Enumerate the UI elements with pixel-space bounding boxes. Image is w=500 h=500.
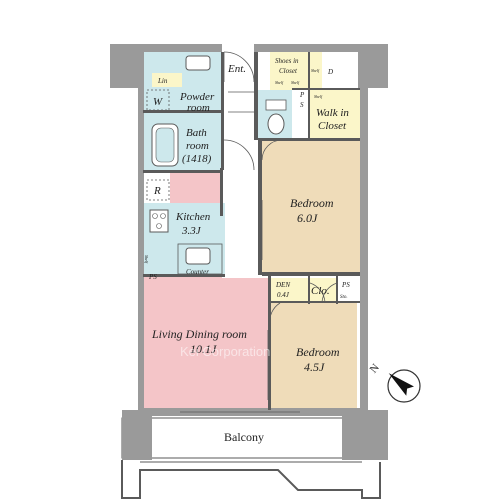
label-bath-1: Bath <box>186 127 207 139</box>
label-bedroom1-1: Bedroom <box>290 196 334 210</box>
burner-icon <box>152 213 158 219</box>
balcony-railing <box>121 460 381 499</box>
stove-icon <box>149 209 169 233</box>
door-swings <box>223 51 338 326</box>
label-shoes-closet-2: Closet <box>279 67 298 75</box>
room-den[interactable] <box>270 278 308 302</box>
compass-needle-icon <box>388 373 414 396</box>
inner-walls <box>143 52 360 410</box>
label-shelf-walk: Shelf <box>314 94 323 99</box>
label-den-2: 0.4J <box>277 291 290 299</box>
room-bedroom2[interactable] <box>270 303 357 409</box>
room-linen[interactable] <box>152 73 182 87</box>
label-bath-2: room <box>186 140 209 152</box>
room-walk-in[interactable] <box>310 90 360 140</box>
label-shelf-a: Shelf <box>275 80 284 85</box>
label-ps-sto-1: PS <box>341 281 350 289</box>
label-walk-in-2: Closet <box>318 120 347 132</box>
label-d-mark: D <box>327 68 333 76</box>
kitchen-sink-icon <box>185 247 211 265</box>
sink-icon <box>185 55 211 71</box>
fridge-icon <box>146 179 170 201</box>
room-living[interactable] <box>143 278 268 409</box>
toilet-icon <box>267 113 285 135</box>
label-balcony: Balcony <box>224 430 264 444</box>
label-bedroom2-2: 4.5J <box>304 360 325 374</box>
label-walk-in-1: Walk in <box>316 107 349 119</box>
label-ps-sto-2: Sto. <box>340 295 348 300</box>
compass-north-label: N <box>368 362 382 376</box>
label-linen: Lin <box>157 77 168 85</box>
label-ps-top-2: S <box>300 101 304 109</box>
label-bath-3: (1418) <box>182 153 212 165</box>
room-shoes-closet[interactable] <box>270 50 322 90</box>
label-ps-top-1: P <box>299 91 305 99</box>
sliding-doors <box>180 200 300 413</box>
label-powder-2: room <box>187 102 210 114</box>
washer-icon <box>146 89 170 111</box>
label-shelf-c: Shelf <box>311 68 320 73</box>
label-bedroom1-2: 6.0J <box>297 211 318 225</box>
label-powder-1: Powder <box>179 91 215 103</box>
label-den-1: DEN <box>275 281 290 289</box>
burner-icon <box>156 223 162 229</box>
label-fridge: R <box>153 185 161 197</box>
label-living-2: 10.1J <box>190 342 217 356</box>
label-shoes-closet-1: Shoes in <box>275 57 299 65</box>
counter-outline <box>177 243 223 275</box>
burner-icon <box>160 213 166 219</box>
room-bedroom1[interactable] <box>262 140 360 273</box>
label-ps-kitchen: PS <box>148 273 157 281</box>
toilet-tank-icon <box>265 99 287 111</box>
label-bedroom2-1: Bedroom <box>296 345 340 359</box>
label-counter: Counter <box>186 268 209 276</box>
label-kitchen-1: Kitchen <box>175 211 211 223</box>
label-clo: Clo. <box>311 285 330 297</box>
label-living-1: Living Dining room <box>151 327 247 341</box>
label-washer: W <box>153 96 163 108</box>
bathtub-inner-icon <box>155 127 175 163</box>
label-entrance: Ent. <box>227 63 246 75</box>
label-shelf-kitchen: Shelf <box>144 255 149 264</box>
compass: N <box>368 362 421 403</box>
label-kitchen-2: 3.3J <box>181 225 202 237</box>
watermark: Kei Corporation <box>180 344 270 359</box>
label-shelf-b: Shelf <box>291 80 300 85</box>
